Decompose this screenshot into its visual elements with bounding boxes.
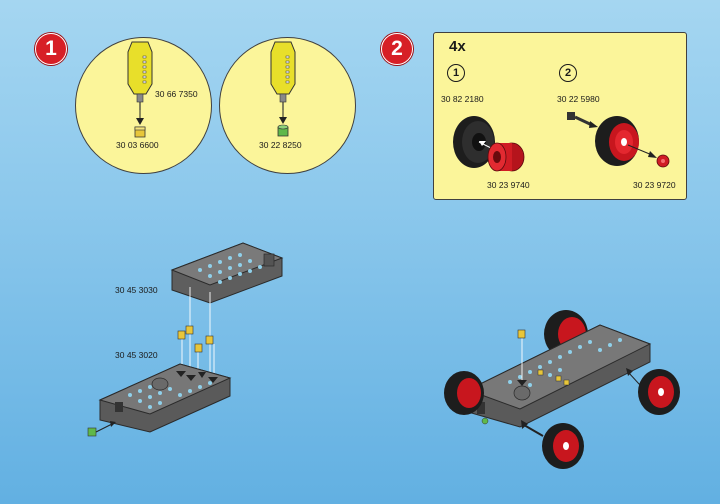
wheel-assembly-panel (433, 32, 687, 200)
screwdriver-icon (270, 41, 296, 110)
part-number-top-plate: 30 45 3030 (115, 285, 158, 295)
quantity-label: 4x (449, 38, 466, 55)
step-1-badge: 1 (35, 33, 67, 65)
tire-icon (453, 116, 495, 168)
part-number-tire: 30 82 2180 (441, 94, 484, 104)
arrow-icon (176, 371, 218, 383)
yellow-bit-icon (134, 126, 146, 138)
axle-pin-icon (567, 112, 593, 127)
wheel-icon (444, 371, 484, 415)
part-number-hubcap: 30 23 9720 (633, 180, 676, 190)
step-2-badge: 2 (381, 33, 413, 65)
part-number-axle: 30 22 5980 (557, 94, 600, 104)
part-number-green-bit: 30 22 8250 (259, 140, 302, 150)
substep-1-badge: 1 (447, 64, 465, 82)
red-hubcap-icon (656, 154, 670, 168)
part-number-yellow-bit: 30 03 6600 (116, 140, 159, 150)
part-number-screwdriver: 30 66 7350 (155, 89, 198, 99)
wheel-icon (542, 423, 584, 469)
bottom-chassis-plate-icon (98, 363, 232, 433)
screwdriver-icon (127, 41, 153, 110)
substep-2-badge: 2 (559, 64, 577, 82)
part-number-bottom-plate: 30 45 3020 (115, 350, 158, 360)
top-chassis-plate-icon (170, 242, 284, 304)
yellow-screw-icon (177, 325, 214, 353)
wheel-icon (638, 369, 680, 415)
assembled-vehicle-icon (444, 310, 680, 469)
green-bit-icon (87, 421, 116, 437)
green-bit-icon (277, 124, 289, 137)
red-hub-icon (487, 142, 525, 172)
part-number-hub: 30 23 9740 (487, 180, 530, 190)
tire-icon (595, 116, 639, 166)
